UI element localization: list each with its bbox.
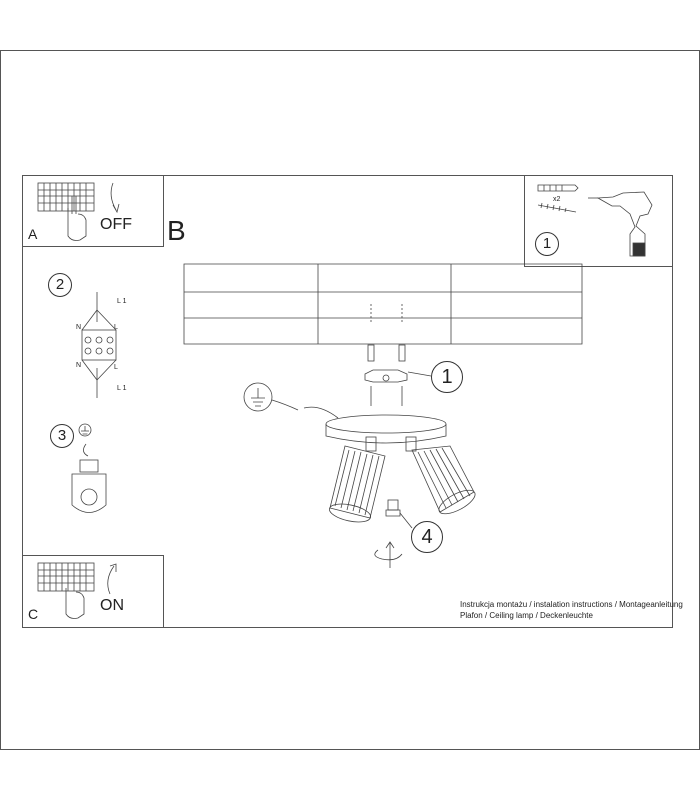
step-2-marker: 2 [48,273,72,297]
spotlight-left-icon [328,445,386,523]
wire-n-top: N [76,324,82,331]
panel-b-letter: B [167,215,186,246]
off-label: OFF [100,216,132,233]
panel-c [22,555,164,628]
bracket-screw-icon [370,386,403,406]
anchor-quantity: x2 [553,196,561,203]
ceiling-icon [183,263,583,345]
step-3-marker: 3 [50,424,74,448]
terminal-block-icon [81,292,117,398]
drill-icon [588,191,653,257]
anchor-pair-icon [367,344,406,362]
arrow-down-icon [110,182,120,214]
wire-n-bottom: N [76,362,82,369]
lamp-base-icon [325,414,447,452]
panel-c-letter: C [28,606,39,622]
caption-line-2: Plafon / Ceiling lamp / Deckenleuchte [460,611,593,620]
rotate-arrow-icon [374,541,403,568]
panel-a-letter: A [28,226,38,242]
wire-l1-bottom: L 1 [117,385,127,392]
spotlight-right-icon [411,445,476,515]
step-1-tools-marker: 1 [535,232,559,256]
adjustment-screw-icon [385,499,401,517]
wall-anchor-icon [537,184,579,192]
mounting-bracket-icon [364,369,408,383]
ground-terminal-icon [71,423,107,513]
breaker-box-icon-on [37,562,95,619]
ground-icon [243,382,273,412]
diagram-frame [22,175,673,628]
screw-icon [537,202,577,213]
wire-l-top: L [114,324,118,331]
wire-l-bottom: L [114,364,118,371]
on-label: ON [100,597,124,614]
caption-line-1: Instrukcja montażu / instalation instruc… [460,600,683,609]
wire-l1-top: L 1 [117,298,127,305]
step-1-bracket-marker: 1 [431,361,463,393]
arrow-up-icon [107,563,117,595]
drill-hole-marks [370,304,403,322]
breaker-box-icon-off [37,182,95,241]
step-4-marker: 4 [411,521,443,553]
